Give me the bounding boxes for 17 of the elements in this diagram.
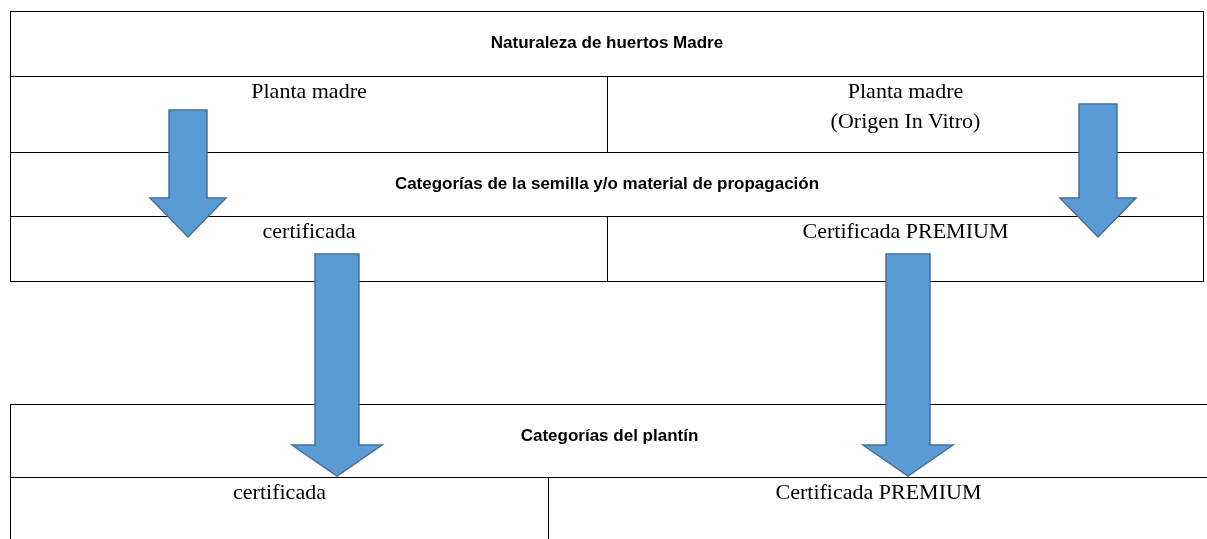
cell-text: certificada xyxy=(233,478,326,506)
header-text: Naturaleza de huertos Madre xyxy=(490,33,724,53)
cell-text: Certificada PREMIUM xyxy=(775,478,982,506)
cell-text: Planta madre (Origen In Vitro) xyxy=(829,77,982,135)
header-cell xyxy=(10,404,1207,478)
header-text: Categorías de la semilla y/o material de propagación xyxy=(394,174,820,194)
header-cell xyxy=(10,11,1204,77)
header-text: Categorías del plantín xyxy=(520,426,699,446)
cell-text: Certificada PREMIUM xyxy=(802,217,1009,245)
cell-text: certificada xyxy=(262,217,356,245)
cell-text: Planta madre xyxy=(251,77,367,105)
block-arrow xyxy=(289,253,385,477)
table-cell xyxy=(10,216,608,282)
block-arrow xyxy=(1058,103,1138,239)
table-cell xyxy=(607,216,1204,282)
block-arrow xyxy=(148,109,228,239)
block-arrow xyxy=(860,253,956,477)
